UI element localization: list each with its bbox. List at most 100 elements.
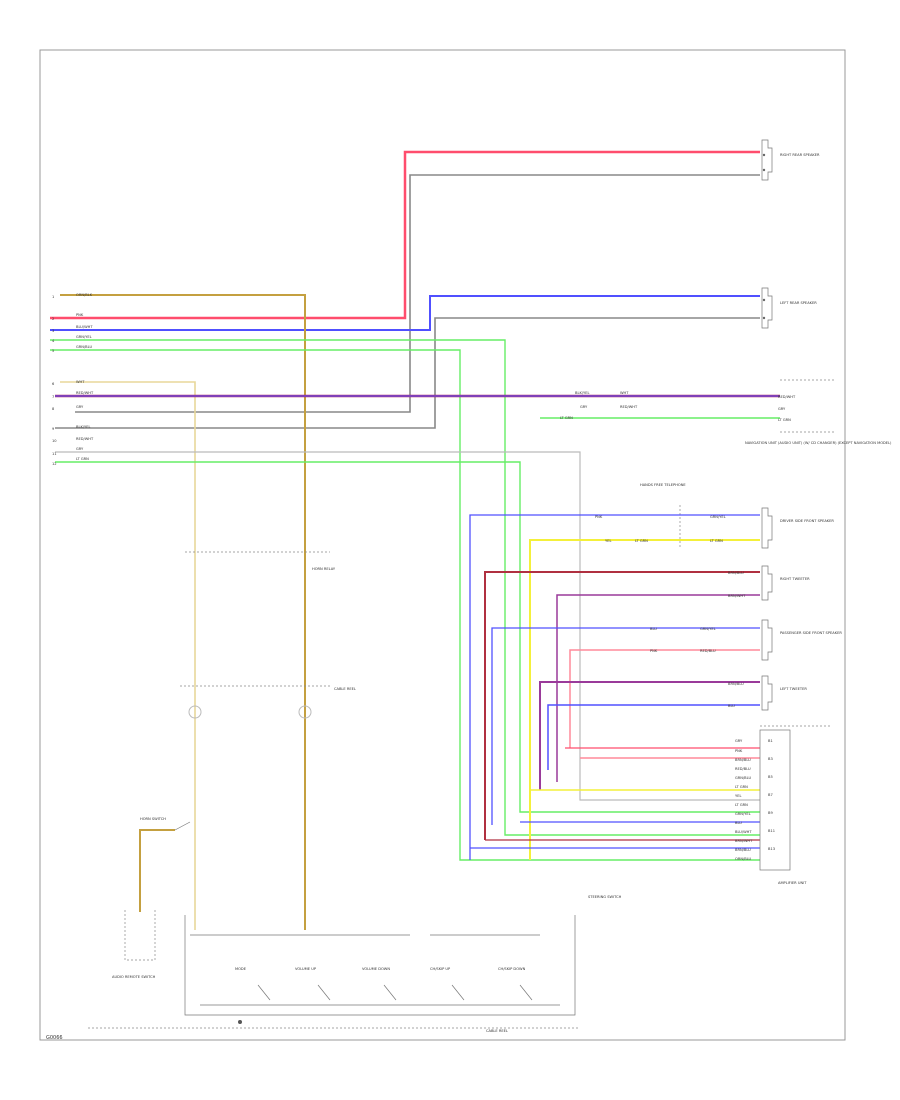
left-rear-speaker: LEFT REAR SPEAKER	[761, 287, 817, 329]
svg-text:BLU: BLU	[728, 704, 735, 708]
horn-pad-label: AUDIO REMOTE SWITCH	[112, 975, 156, 979]
wire-lr-pos	[50, 295, 760, 331]
svg-text:PNK: PNK	[735, 749, 743, 753]
r-speaker-label: PASSENGER SIDE FRONT SPEAKER	[780, 631, 842, 635]
svg-text:BLU/WHT: BLU/WHT	[735, 830, 752, 834]
svg-text:BLU: BLU	[735, 821, 742, 825]
driver-front-speaker: DRIVER SIDE FRONT SPEAKER	[761, 507, 834, 549]
horn-relay-label: HORN RELAY	[312, 567, 336, 571]
svg-text:BRN/BLU: BRN/BLU	[728, 571, 744, 575]
svg-text:BRN/BLU: BRN/BLU	[728, 682, 744, 686]
svg-text:LT GRN: LT GRN	[735, 785, 748, 789]
svg-text:BLU/WHT: BLU/WHT	[76, 325, 93, 329]
horn-relay: HORN RELAY	[185, 551, 336, 571]
audio-unit-block: RED/WHT GRY LT GRN NAVIGATION UNIT (AUDI…	[745, 379, 892, 445]
wire-spk1-neg	[529, 539, 760, 860]
svg-text:5: 5	[52, 349, 54, 353]
svg-text:GRN/YEL: GRN/YEL	[76, 335, 92, 339]
svg-text:B3: B3	[768, 757, 773, 761]
svg-text:RED/WHT: RED/WHT	[778, 395, 796, 399]
svg-text:ORN/BLK: ORN/BLK	[76, 293, 93, 297]
svg-text:YEL: YEL	[605, 539, 611, 543]
right-tweeter: RIGHT TWEETER	[761, 565, 810, 601]
r-tweeter-label: RIGHT TWEETER	[780, 577, 810, 581]
amp-unit-label: AMPLIFIER UNIT	[778, 881, 807, 885]
wire-grn-blu	[50, 349, 760, 861]
passenger-front-speaker: PASSENGER SIDE FRONT SPEAKER	[761, 619, 842, 661]
svg-text:GRY: GRY	[76, 447, 84, 451]
svg-text:B7: B7	[768, 793, 773, 797]
switch-array: MODE VOLUME UP VOLUME DOWN CH/SKIP UP CH…	[200, 967, 560, 1024]
svg-text:GRY: GRY	[735, 739, 743, 743]
svg-text:LT GRN: LT GRN	[735, 803, 748, 807]
steering-switch: STEERING SWITCH CABLE REEL	[88, 895, 622, 1033]
wire-horn-orange	[60, 294, 306, 930]
svg-text:GRN/YEL: GRN/YEL	[735, 812, 751, 816]
diagram-id: G0066	[46, 1035, 63, 1041]
svg-text:11: 11	[52, 452, 57, 456]
svg-text:2: 2	[52, 317, 54, 321]
svg-text:LT GRN: LT GRN	[778, 418, 791, 422]
wire-lr-neg	[55, 317, 760, 429]
wire-rr-neg	[75, 174, 760, 413]
amplifier-unit: GRY PNK BRN/BLU RED/BLU GRN/BLU LT GRN Y…	[735, 725, 830, 885]
svg-text:BLK/YEL: BLK/YEL	[575, 391, 590, 395]
svg-text:GRN/YEL: GRN/YEL	[710, 515, 726, 519]
svg-text:LT GRN: LT GRN	[635, 539, 648, 543]
horn-pad: AUDIO REMOTE SWITCH	[112, 910, 156, 979]
diagram-frame	[39, 49, 846, 1041]
horn-switch-label: HORN SWITCH	[140, 817, 166, 821]
svg-text:RED/WHT: RED/WHT	[76, 391, 94, 395]
wire-rtw-pos	[484, 571, 760, 840]
lr-speaker-label: LEFT REAR SPEAKER	[780, 301, 817, 305]
wire-ltw-pos	[539, 681, 760, 790]
wire-rr-pos	[50, 150, 760, 320]
svg-text:GRY: GRY	[580, 405, 588, 409]
wire-grn-yel	[50, 339, 760, 836]
svg-text:LT GRN: LT GRN	[710, 539, 723, 543]
cable-reel: CABLE REEL	[180, 685, 356, 719]
svg-text:PNK: PNK	[595, 515, 603, 519]
svg-text:RED/BLU: RED/BLU	[735, 767, 751, 771]
svg-text:WHT: WHT	[76, 380, 85, 384]
svg-text:GRN/BLU: GRN/BLU	[76, 345, 92, 349]
wire-rspk-neg	[569, 649, 760, 748]
audio-remote-label: CABLE REEL	[486, 1029, 508, 1033]
steering-switch-label: STEERING SWITCH	[588, 895, 622, 899]
wire-spk1-pos	[469, 514, 760, 860]
svg-text:BRN/WHT: BRN/WHT	[735, 839, 753, 843]
svg-text:B5: B5	[768, 775, 773, 779]
svg-text:10: 10	[52, 439, 57, 443]
svg-text:7: 7	[52, 395, 54, 399]
cable-reel-label: CABLE REEL	[334, 687, 356, 691]
wire-rtw-neg	[556, 594, 760, 782]
wire-gry	[55, 451, 760, 801]
svg-text:GRY: GRY	[76, 405, 84, 409]
svg-text:4: 4	[52, 339, 55, 343]
svg-text:LT GRN: LT GRN	[560, 416, 573, 420]
cd-changer-label: HANDS FREE TELEPHONE	[640, 483, 686, 487]
svg-text:CH/SKIP DOWN: CH/SKIP DOWN	[498, 967, 526, 971]
svg-text:3: 3	[52, 329, 54, 333]
svg-text:12: 12	[52, 462, 57, 466]
svg-text:PNK: PNK	[650, 649, 658, 653]
svg-text:YEL: YEL	[735, 794, 741, 798]
svg-text:1: 1	[52, 295, 54, 299]
wire-rspk-pos	[491, 627, 760, 825]
svg-text:WHT: WHT	[620, 391, 629, 395]
rr-speaker-label: RIGHT REAR SPEAKER	[780, 153, 820, 157]
svg-text:RED/WHT: RED/WHT	[76, 437, 94, 441]
left-wire-labels: ORN/BLK PNK BLU/WHT GRN/YEL GRN/BLU WHT …	[76, 293, 94, 461]
svg-text:RED/BLU: RED/BLU	[700, 649, 716, 653]
wire-lt-grn	[55, 461, 760, 813]
svg-text:B13: B13	[768, 847, 775, 851]
right-rear-speaker: RIGHT REAR SPEAKER	[761, 139, 820, 181]
wire-ltw-neg	[547, 704, 760, 770]
svg-text:RED/WHT: RED/WHT	[620, 405, 638, 409]
horn-switch: HORN SWITCH	[139, 817, 191, 912]
svg-text:BRN/WHT: BRN/WHT	[728, 594, 746, 598]
svg-text:B1: B1	[768, 739, 773, 743]
svg-text:BRN/BLU: BRN/BLU	[735, 848, 751, 852]
